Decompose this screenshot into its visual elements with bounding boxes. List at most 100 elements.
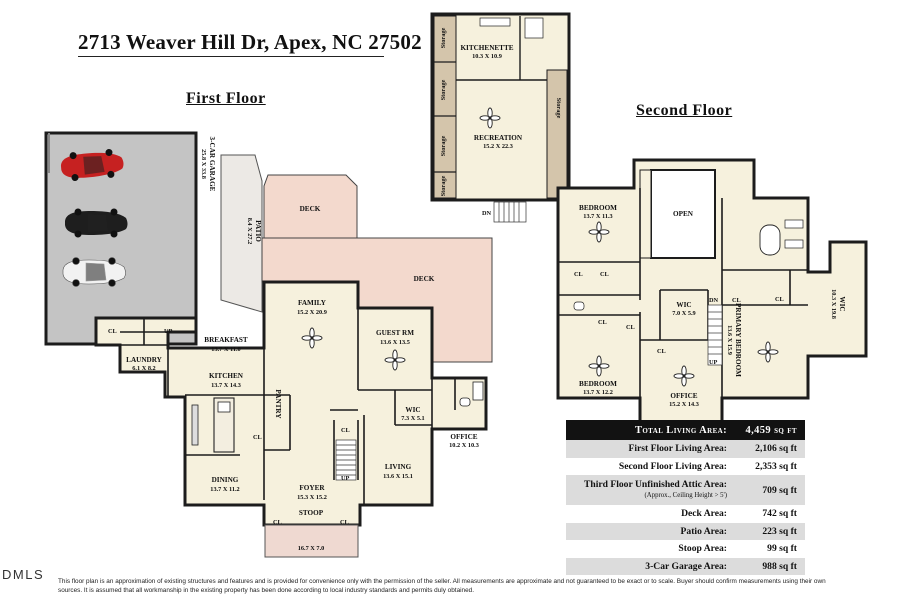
storage-label-2: Storage <box>440 79 447 100</box>
breakfast-dims: 13.7 X 11.0 <box>211 346 240 353</box>
attic-area-note: (Approx., Ceiling Height > 5') <box>644 492 727 499</box>
recreation-label: RECREATION <box>474 134 523 142</box>
primary-bath-closet-code: CL <box>775 296 784 303</box>
deck-lower-label: DECK <box>414 275 435 283</box>
area-row-value: 988 sq ft <box>737 557 805 575</box>
total-living-area-label: Total Living Area: <box>566 420 737 440</box>
patio-dims: 8.4 X 27.2 <box>246 218 253 245</box>
stoop-right-closet-code: CL <box>340 519 349 526</box>
storage-label-5: Storage <box>555 98 562 119</box>
storage-label-3: Storage <box>440 135 447 156</box>
bedroom-top-closet-code-2: CL <box>600 271 609 278</box>
living-dims: 13.6 X 15.1 <box>383 473 413 480</box>
primary-bedroom-label: PRIMARY BEDROOM <box>734 303 742 377</box>
kitchen-closet-code: CL <box>253 434 262 441</box>
primary-closet-code: CL <box>732 297 741 304</box>
kitchenette-label: KITCHENETTE <box>460 44 513 52</box>
recreation-dims: 15.2 X 22.3 <box>483 143 513 150</box>
address-underline <box>78 56 384 57</box>
kitchenette-dims: 10.3 X 10.9 <box>472 53 502 60</box>
second-floor-stairs <box>707 304 723 366</box>
dining-dims: 13.7 X 11.2 <box>210 486 239 493</box>
family-label: FAMILY <box>298 299 327 307</box>
hall-closet-code: CL <box>626 324 635 331</box>
bedroom-top-dims: 13.7 X 11.3 <box>583 213 612 220</box>
office-first-label: OFFICE <box>450 433 477 441</box>
area-row-label: 3-Car Garage Area: <box>566 557 737 575</box>
garage-closet-code: CL <box>108 328 117 335</box>
garage-dims: 25.8 X 33.8 <box>200 149 207 179</box>
stoop-label: STOOP <box>299 509 324 517</box>
area-row-label: First Floor Living Area: <box>566 440 737 458</box>
wic-second-dims: 7.0 X 5.9 <box>672 310 695 317</box>
area-row-value: 709 sq ft <box>737 475 805 505</box>
attic-floor-plan: KITCHENETTE 10.3 X 10.9 RECREATION 15.2 … <box>430 12 571 223</box>
attic-dn-code: DN <box>482 210 492 217</box>
area-row: Second Floor Living Area: 2,353 sq ft <box>566 457 805 475</box>
second-up-code: UP <box>709 359 718 366</box>
wic-second-label: WIC <box>676 301 691 309</box>
bedroom-bottom-label: BEDROOM <box>579 380 617 388</box>
area-row-label: Second Floor Living Area: <box>566 457 737 475</box>
laundry-dims: 6.1 X 8.2 <box>132 365 155 372</box>
attic-area-label: Third Floor Unfinished Attic Area: <box>583 479 727 490</box>
area-row-label: Deck Area: <box>566 505 737 523</box>
area-row-label: Patio Area: <box>566 522 737 540</box>
office-second-dims: 15.2 X 14.3 <box>669 401 699 408</box>
area-row-value: 2,106 sq ft <box>737 440 805 458</box>
second-dn-code: DN <box>709 297 719 304</box>
laundry-label: LAUNDRY <box>126 356 162 364</box>
foyer-up-code: UP <box>341 475 350 482</box>
bedroom-top-label: BEDROOM <box>579 204 617 212</box>
total-living-area-row: Total Living Area: 4,459 sq ft <box>566 420 805 440</box>
area-row-value: 2,353 sq ft <box>737 457 805 475</box>
stoop-area <box>264 524 359 558</box>
area-row-label: Third Floor Unfinished Attic Area: (Appr… <box>566 475 737 505</box>
open-to-below <box>650 169 716 259</box>
area-row: 3-Car Garage Area: 988 sq ft <box>566 557 805 575</box>
pantry-label: PANTRY <box>274 389 282 419</box>
living-label: LIVING <box>385 463 412 471</box>
first-floor-title: First Floor <box>186 90 266 107</box>
garage-up-code: UP <box>164 328 173 335</box>
area-row: First Floor Living Area: 2,106 sq ft <box>566 440 805 458</box>
wic-primary-dims: 10.3 X 19.8 <box>830 289 837 319</box>
family-dims: 15.2 X 20.9 <box>297 309 327 316</box>
patio-label: PATIO <box>254 220 262 242</box>
area-summary-table: Total Living Area: 4,459 sq ft First Flo… <box>566 420 805 575</box>
foyer-stairs <box>335 439 357 481</box>
area-row-value: 99 sq ft <box>737 540 805 558</box>
area-row: Patio Area: 223 sq ft <box>566 522 805 540</box>
foyer-dims: 15.3 X 15.2 <box>297 494 327 501</box>
stoop-dims: 16.7 X 7.0 <box>298 545 325 552</box>
attic-stairs <box>493 201 527 223</box>
dining-label: DINING <box>212 476 239 484</box>
area-row: Stoop Area: 99 sq ft <box>566 540 805 558</box>
disclaimer-text: This floor plan is an approximation of e… <box>58 578 826 594</box>
area-row: Deck Area: 742 sq ft <box>566 505 805 523</box>
primary-bedroom-dims: 13.6 X 15.9 <box>726 325 733 355</box>
stoop-left-closet-code: CL <box>273 519 282 526</box>
area-row-value: 742 sq ft <box>737 505 805 523</box>
storage-label-1: Storage <box>440 27 447 48</box>
wic-first-label: WIC <box>405 406 420 414</box>
property-address: 2713 Weaver Hill Dr, Apex, NC 27502 <box>78 30 422 54</box>
guest-room-label: GUEST RM <box>376 329 414 337</box>
wic-primary-label: WIC <box>838 296 846 311</box>
second-floor-plan: BEDROOM 13.7 X 11.3 OPEN WIC 10.3 X 19.8… <box>556 158 868 427</box>
foyer-label: FOYER <box>299 484 325 492</box>
office-second-label: OFFICE <box>670 392 697 400</box>
second-floor-title: Second Floor <box>636 102 733 119</box>
bedroom-bottom-dims: 13.7 X 12.2 <box>583 389 613 396</box>
breakfast-label: BREAKFAST <box>204 336 248 344</box>
storage-label-4: Storage <box>440 175 447 196</box>
office-closet-code: CL <box>657 348 666 355</box>
office-first-dims: 10.2 X 10.3 <box>449 442 479 449</box>
first-floor-interior-walls <box>120 308 456 505</box>
guest-room-dims: 13.6 X 13.5 <box>380 339 410 346</box>
deck-upper-label: DECK <box>300 205 321 213</box>
first-floor-plan: 3-CAR GARAGE 25.8 X 33.8 PATIO 8.4 X 27.… <box>44 131 493 558</box>
bedroom-top-closet-code-1: CL <box>574 271 583 278</box>
storage-strip-right <box>546 69 568 199</box>
